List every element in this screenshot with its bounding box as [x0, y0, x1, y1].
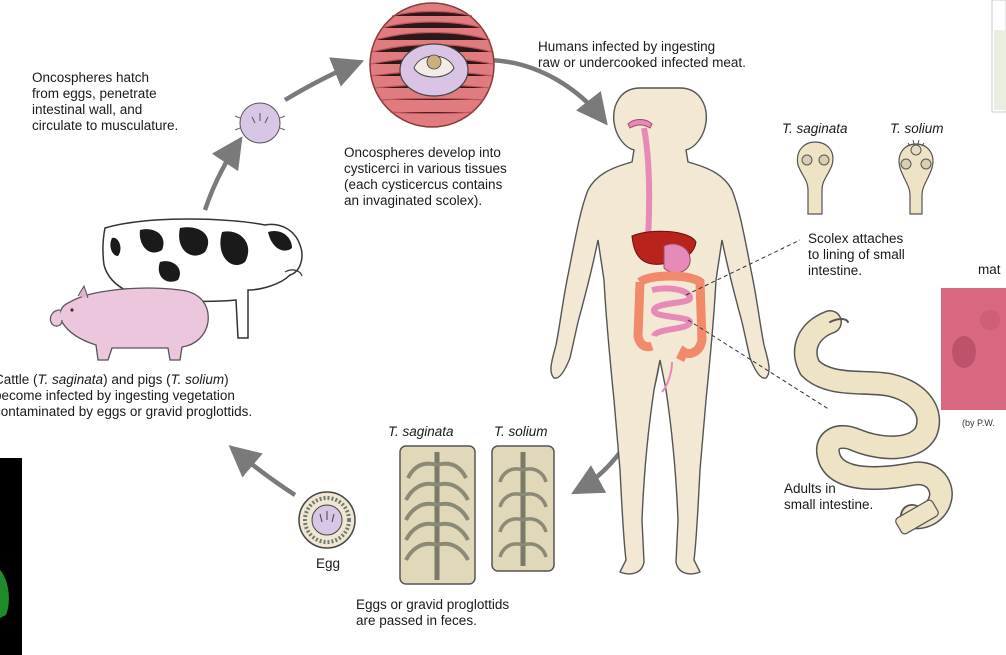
arrow-meat-to-human — [489, 57, 608, 126]
human-figure-illustration — [550, 87, 770, 575]
detached-proglottid-illustration — [895, 499, 939, 535]
label-egg: Egg — [316, 556, 341, 571]
scolex-solium-illustration — [898, 139, 934, 215]
label-scolex-solium: T. solium — [890, 121, 944, 136]
label-proglottid-solium: T. solium — [494, 424, 548, 439]
bottom-left-image-fragment — [0, 458, 22, 655]
proglottid-saginata-illustration — [399, 445, 476, 585]
adult-tapeworm-illustration — [793, 310, 953, 530]
arrow-egg-to-livestock — [228, 445, 297, 497]
label-proglottid-saginata: T. saginata — [388, 424, 454, 439]
photo-fragment-text: mat — [978, 262, 1001, 277]
oncosphere-illustration — [234, 102, 286, 144]
leader-lines — [685, 239, 831, 411]
label-cattle-pigs: Cattle (T. saginata) and pigs (T. solium… — [0, 372, 253, 419]
arrow-cattle-to-oncosphere — [202, 136, 243, 211]
arrow-oncosphere-to-cysticercus — [283, 57, 365, 102]
micrograph-fragment — [940, 244, 1006, 414]
photo-credit-text: (by P.W. — [962, 418, 995, 428]
leader-scolex — [685, 239, 801, 296]
pig-illustration — [49, 284, 209, 361]
proglottid-solium-illustration — [491, 445, 555, 572]
scolex-saginata-illustration — [796, 141, 834, 215]
top-right-image-fragment — [991, 0, 1006, 113]
egg-illustration — [298, 491, 356, 549]
leader-adults — [687, 319, 831, 411]
label-scolex-saginata: T. saginata — [782, 121, 848, 136]
cysticercus-in-muscle-illustration — [369, 2, 495, 128]
